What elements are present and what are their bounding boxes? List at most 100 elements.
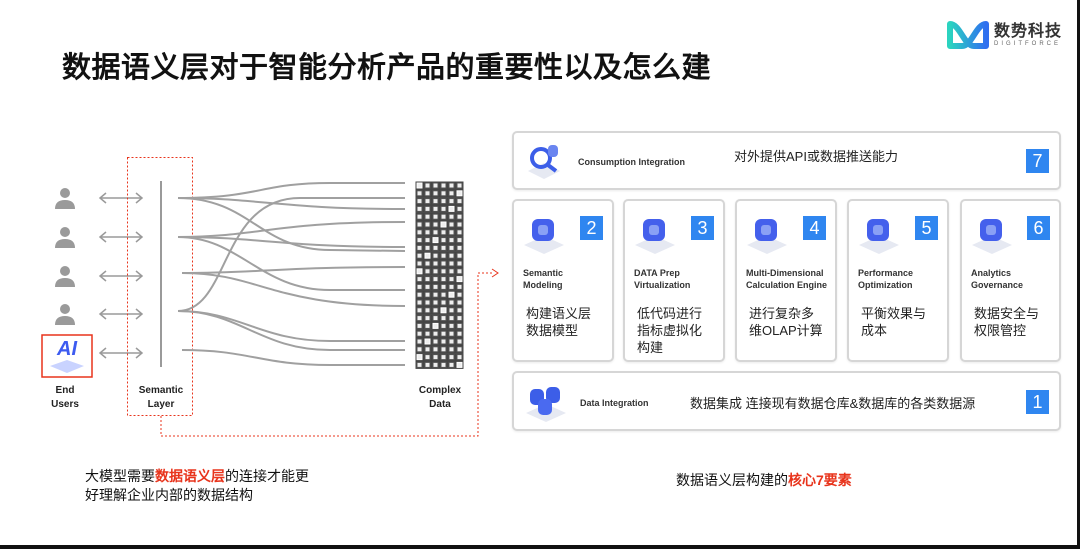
data-cell-inner [433,277,438,282]
data-cell-inner [449,316,454,321]
data-cell-inner [449,261,454,266]
data-cell-inner [457,316,462,321]
dotted-connector [160,272,492,437]
data-cell-inner [417,269,422,274]
data-cell-inner [433,191,438,196]
integration-en: Data Integration [580,398,649,408]
bidirectional-arrows [98,192,144,359]
data-cell-inner [457,183,462,188]
data-cell-inner [433,206,438,211]
data-cell-inner [441,222,446,227]
card-desc-cn: 平衡效果与成本 [861,306,927,338]
number-badge: 1 [1026,390,1049,414]
data-cell-inner [417,245,422,250]
data-cell-inner [417,292,422,297]
data-cell-inner [457,245,462,250]
user-icons [55,188,75,325]
data-cell-inner [457,331,462,336]
data-cell-inner [449,292,454,297]
data-cell-inner [449,191,454,196]
data-cell-inner [457,230,462,235]
data-cell-inner [449,331,454,336]
data-cell-inner [441,316,446,321]
data-cell-inner [425,253,430,258]
data-cell-inner [441,331,446,336]
data-cell-inner [433,362,438,367]
data-cell-inner [417,238,422,243]
data-cell-inner [425,214,430,219]
data-cell-inner [425,269,430,274]
data-cell-inner [449,323,454,328]
data-cell-inner [457,347,462,352]
data-cell-inner [417,222,422,227]
data-cell-inner [449,253,454,258]
performance-icon [859,219,899,254]
data-cell-inner [425,355,430,360]
data-cell-inner [433,284,438,289]
data-cell-inner [417,284,422,289]
page-title: 数据语义层对于智能分析产品的重要性以及怎么建 [62,52,712,84]
data-cell-inner [449,308,454,313]
data-cell-inner [457,292,462,297]
data-cell-inner [441,292,446,297]
data-cell-inner [457,199,462,204]
logo-cn: 数势科技 [994,22,1063,40]
data-cell-inner [425,245,430,250]
data-cell-inner [433,183,438,188]
data-cell-inner [417,331,422,336]
magnifier-database-icon [528,145,560,179]
data-cell-inner [449,362,454,367]
data-cell-inner [417,323,422,328]
number-badge: 6 [1027,216,1050,240]
cubes-icon [747,219,787,254]
data-cell-inner [433,261,438,266]
data-cell-inner [425,222,430,227]
consumption-cn: 对外提供API或数据推送能力 [734,149,898,164]
data-cell-inner [425,183,430,188]
data-cell-inner [417,183,422,188]
data-cell-inner [449,355,454,360]
data-cell-inner [441,253,446,258]
card-desc-cn: 数据安全与权限管控 [974,306,1040,338]
shield-icon [972,219,1012,254]
data-cell-inner [433,230,438,235]
data-cell-inner [433,253,438,258]
data-cell-inner [441,300,446,305]
data-cell-inner [425,199,430,204]
semantic-highlight-box [127,157,193,416]
card-desc-cn: 低代码进行指标虚拟化构建 [637,306,703,355]
data-cell-inner [433,355,438,360]
data-cell-inner [449,238,454,243]
number-badge: 7 [1026,149,1049,173]
data-cell-inner [417,261,422,266]
data-cell-inner [425,238,430,243]
data-cell-inner [417,214,422,219]
data-cell-inner [457,269,462,274]
ai-platform [50,360,84,373]
data-cell-inner [417,206,422,211]
data-cell-inner [457,206,462,211]
data-cell-inner [425,206,430,211]
data-cell-inner [433,339,438,344]
card-desc-cn: 构建语义层数据模型 [526,306,592,338]
data-cell-inner [417,253,422,258]
data-cell-inner [433,269,438,274]
logo-en: DIGITFORCE [994,41,1061,47]
data-cell-inner [433,245,438,250]
data-cell-inner [433,308,438,313]
integration-cn: 数据集成 连接现有数据仓库&数据库的各类数据源 [690,396,976,411]
data-cell-inner [441,269,446,274]
data-cell-inner [433,222,438,227]
data-cell-inner [425,316,430,321]
data-cell-inner [457,284,462,289]
data-cell-inner [457,191,462,196]
data-cell-inner [441,261,446,266]
data-cell-inner [425,339,430,344]
data-cell-inner [441,323,446,328]
